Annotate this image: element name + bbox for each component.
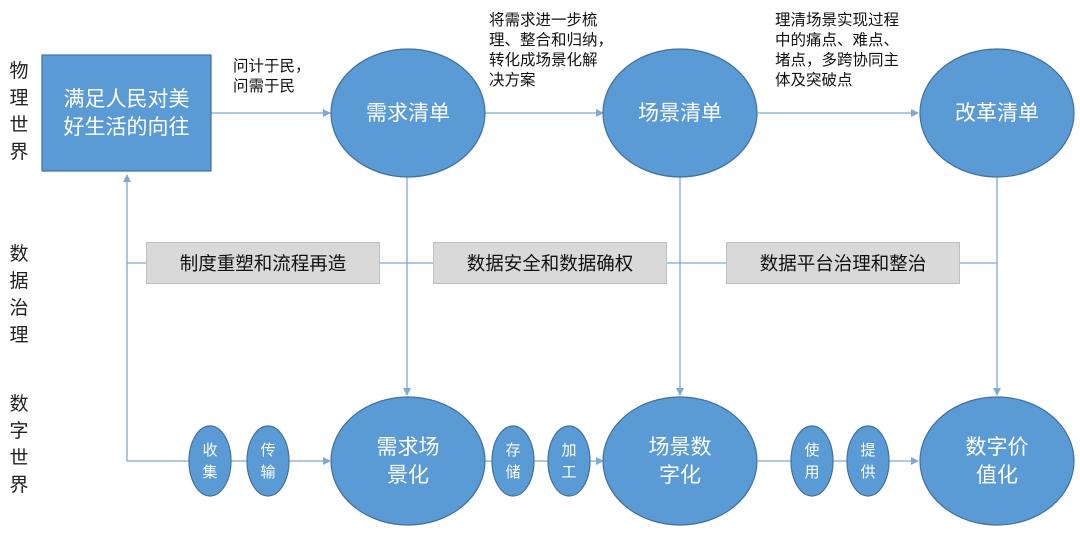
source-box <box>41 54 212 172</box>
demand-list-label: 需求清单 <box>366 101 450 125</box>
ask-note: 问计于民， 问需于民 <box>233 57 311 95</box>
store-node <box>491 425 535 497</box>
provide-node <box>846 425 890 497</box>
reform-list-label: 改革清单 <box>955 101 1039 125</box>
governance-bar-security: 数据安全和数据确权 <box>433 242 667 284</box>
digital-value-label: 数字价 值化 <box>965 435 1029 487</box>
note-scene-to-reform: 理清场景实现过程 中的痛点、难点、 堵点，多跨协同主 体及突破点 <box>775 11 900 89</box>
process-label: 加 工 <box>561 441 577 481</box>
demand-scenario-label: 需求场 景化 <box>376 435 440 487</box>
note-demand-to-scene: 将需求进一步梳 理、整合和归纳， 转化成场景化解 决方案 <box>489 11 614 89</box>
scene-list-label: 场景清单 <box>638 101 722 125</box>
label-digital-world: 数字世界 <box>9 393 29 496</box>
collect-label: 收 集 <box>202 441 218 481</box>
governance-bar-platform: 数据平台治理和整治 <box>726 242 960 284</box>
reform-list-node <box>919 48 1075 178</box>
scene-digital-label: 场景数 字化 <box>648 435 712 487</box>
store-label: 存 储 <box>505 441 521 481</box>
governance-bar-institution: 制度重塑和流程再造 <box>146 242 380 284</box>
use-node <box>790 425 834 497</box>
demand-scenario-node <box>330 396 486 526</box>
source-box-label: 满足人民对美 好生活的向往 <box>63 87 190 139</box>
label-data-governance: 数据治理 <box>9 243 29 346</box>
provide-label: 提 供 <box>860 441 876 481</box>
scene-digital-node <box>602 396 758 526</box>
scene-list-node <box>602 48 758 178</box>
transmit-label: 传 输 <box>260 441 276 481</box>
collect-node <box>188 425 232 497</box>
demand-list-node <box>330 48 486 178</box>
use-label: 使 用 <box>804 441 820 481</box>
transmit-node <box>246 425 290 497</box>
digital-value-node <box>919 396 1075 526</box>
label-physical-world: 物理世界 <box>9 60 29 163</box>
process-node <box>547 425 591 497</box>
